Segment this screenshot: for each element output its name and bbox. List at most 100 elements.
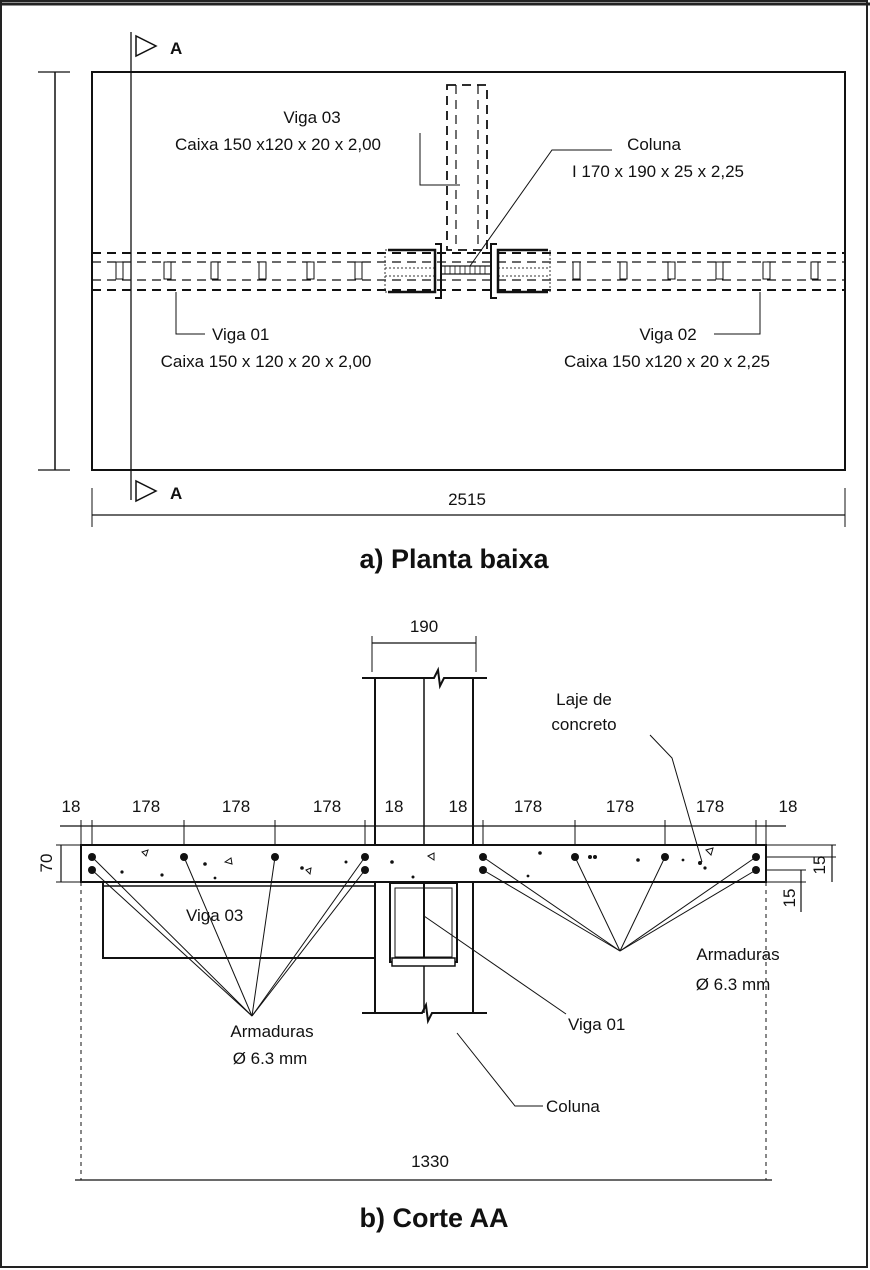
cover-label-right: 15 (810, 856, 829, 875)
leader (91, 856, 253, 1017)
viga01-leader (175, 292, 205, 335)
viga01-spec: Caixa 150 x 120 x 20 x 2,00 (161, 352, 372, 371)
aggregate-dot (120, 870, 124, 874)
section-mark-bottom: A (170, 484, 182, 503)
aggregate-dot (300, 866, 304, 870)
concrete-aggregate (120, 847, 714, 880)
aggregate-dot (703, 866, 707, 870)
connector (667, 261, 676, 280)
connector (619, 261, 628, 280)
leader (619, 856, 757, 952)
aggregate-dot (526, 874, 530, 878)
plan-caption: a) Planta baixa (359, 544, 549, 574)
connector (715, 261, 724, 280)
section-viga03-label: Viga 03 (186, 906, 243, 925)
leader (251, 869, 366, 1017)
viga03-outline (446, 84, 488, 251)
viga02-name: Viga 02 (639, 325, 696, 344)
spacing-label: 18 (449, 797, 468, 816)
leader (619, 856, 666, 952)
section-coluna-label: Coluna (546, 1097, 600, 1116)
spacing-label: 178 (313, 797, 341, 816)
rebar-left-label-1: Armaduras (230, 1022, 313, 1041)
spacing-label: 178 (606, 797, 634, 816)
leader (482, 856, 621, 952)
aggregate-dot (593, 855, 597, 859)
coluna-leader (456, 1032, 543, 1107)
aggregate-dot (681, 858, 685, 862)
spacing-label: 178 (696, 797, 724, 816)
leader (251, 856, 276, 1017)
column-web (440, 265, 492, 275)
viga01-name: Viga 01 (212, 325, 269, 344)
connector (210, 261, 219, 280)
aggregate-chip (705, 847, 714, 856)
connector (258, 261, 267, 280)
rebar-left-label-2: Ø 6.3 mm (233, 1049, 308, 1068)
viga01-leader (423, 915, 567, 1015)
coluna-spec: I 170 x 190 x 25 x 2,25 (572, 162, 744, 181)
section-caption: b) Corte AA (360, 1203, 509, 1233)
aggregate-chip (305, 867, 312, 876)
leader (574, 856, 621, 952)
right-beam-end (496, 248, 548, 294)
slab-thickness-label: 70 (37, 854, 56, 873)
connector (163, 261, 172, 280)
left-end-box (384, 249, 436, 293)
shear-connectors-right (572, 261, 819, 280)
aggregate-dot (538, 851, 542, 855)
aggregate-dot (411, 875, 415, 879)
connector (810, 261, 819, 280)
cover-label-right-lower: 15 (780, 889, 799, 908)
spacing-label: 178 (132, 797, 160, 816)
aggregate-dot (344, 860, 348, 864)
slab-label-line1: Laje de (556, 690, 612, 709)
aggregate-chip (427, 852, 435, 861)
aggregate-dot (390, 860, 394, 864)
section-mark-top: A (170, 39, 182, 58)
aggregate-dot (213, 876, 217, 880)
aggregate-dot (160, 873, 164, 877)
rebar-leaders-left (91, 856, 366, 1017)
column-bottom-break (362, 1001, 487, 1025)
aggregate-dot (698, 861, 702, 865)
section-view: 190 (37, 617, 836, 1233)
section-viga01-label: Viga 01 (568, 1015, 625, 1034)
column-web-hatch (444, 266, 486, 274)
viga03-leader (419, 133, 460, 186)
viga02-spec: Caixa 150 x120 x 20 x 2,25 (564, 352, 770, 371)
right-end-box (497, 249, 551, 293)
coluna-name: Coluna (627, 135, 681, 154)
column-width-label: 190 (410, 617, 438, 636)
spacing-label: 178 (514, 797, 542, 816)
viga02-leader (714, 292, 761, 335)
connector (572, 261, 581, 280)
spacing-labels: 18 178 178 178 18 18 178 178 178 18 (62, 797, 798, 816)
spacing-label: 18 (779, 797, 798, 816)
leader (482, 869, 621, 952)
leader (619, 869, 757, 952)
connector (306, 261, 315, 280)
slab-label-line2: concreto (551, 715, 616, 734)
spacing-label: 178 (222, 797, 250, 816)
plan-width-label: 2515 (448, 490, 486, 509)
aggregate-chip (223, 857, 233, 865)
section-arrow-top (135, 34, 158, 58)
shear-connectors-left (115, 261, 363, 280)
connector (354, 261, 363, 280)
rebars (88, 853, 760, 874)
leader (91, 869, 253, 1017)
column-top-break (362, 666, 487, 690)
plan-view: A A (38, 32, 846, 574)
total-width-label: 1330 (411, 1152, 449, 1171)
left-beam-end (388, 248, 437, 294)
viga03-name: Viga 03 (283, 108, 340, 127)
spacing-label: 18 (62, 797, 81, 816)
connector (762, 261, 771, 280)
viga01-bottom-flange (391, 957, 456, 967)
leader (183, 856, 253, 1017)
viga03-spec: Caixa 150 x120 x 20 x 2,00 (175, 135, 381, 154)
rebar-leaders-right (482, 856, 757, 952)
